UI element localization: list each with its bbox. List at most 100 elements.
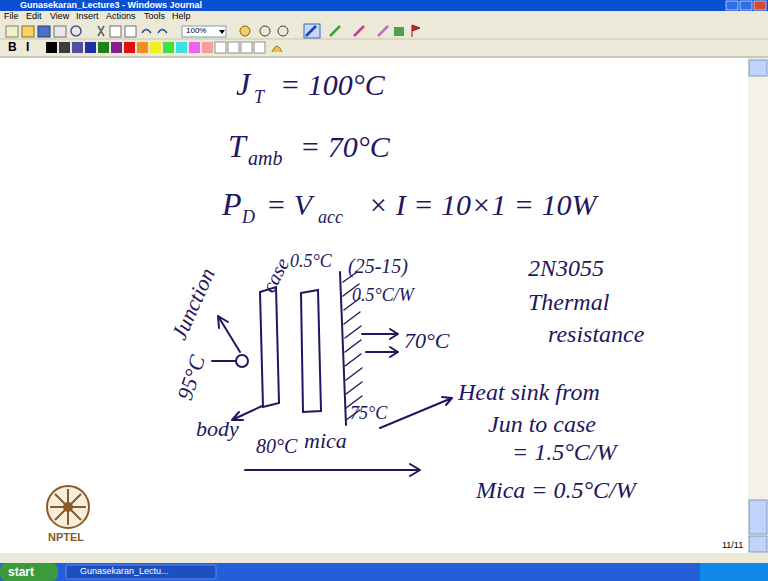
heat-arrow [366,347,398,357]
toolbar [98,42,109,53]
flow-arrow [245,464,420,476]
equation: × I = 10×1 = 10W [368,190,596,220]
equation: = V [266,190,312,220]
start-button: start [8,566,34,578]
page-number: 11/11 [722,541,743,550]
menu-item: View [50,12,69,21]
toolbar [0,57,768,58]
nptel-logo [50,489,86,525]
note: Thermal [528,290,609,314]
junction-arrow [218,316,240,352]
scrollbar [748,58,768,554]
subscript: amb [248,148,282,168]
scrollbar [749,500,767,534]
toolbar [272,46,282,52]
bold-button: B [8,41,17,53]
toolbar [72,42,83,53]
toolbar [394,27,404,36]
toolbar [182,26,226,37]
italic-button: I [26,41,29,53]
toolbar [163,42,174,53]
toolbar [215,42,226,53]
thermal-resistance: Mica = 0.5°C/W [476,478,636,502]
taskbar [700,563,768,581]
menu-item: Insert [76,12,99,21]
title-bar [740,1,752,10]
taskbar [0,563,58,581]
taskbar-item: Gunasekaran_Lectu... [80,567,169,576]
toolbar [110,26,121,37]
window-title: Gunasekaran_Lecture3 - Windows Journal [20,1,202,10]
toolbar [158,30,167,34]
toolbar [142,30,151,34]
menu-item: Actions [106,12,136,21]
subscript: D [242,208,255,226]
toolbar [412,25,420,37]
toolbar [304,24,320,38]
toolbar [150,42,161,53]
toolbar [124,42,135,53]
title-bar [0,0,768,11]
toolbar [46,42,57,53]
subscript: acc [318,208,343,226]
temperature: 0.5°C [290,252,332,270]
toolbar [71,26,81,36]
equation: = 70°C [300,132,390,162]
toolbar [228,42,239,53]
toolbar [111,42,122,53]
toolbar [85,42,96,53]
toolbar [306,26,316,36]
scrollbar [749,60,767,76]
note: (25-15) [348,256,408,276]
temperature: 70°C [404,330,449,352]
toolbar [254,42,265,53]
menu-bar [0,11,768,22]
menu-item: Edit [26,12,42,21]
taskbar [66,565,216,579]
scrollbar [749,536,767,552]
title-bar [754,1,766,10]
toolbar [0,22,768,58]
symbol: T [228,130,246,162]
mica-plate [301,290,321,412]
transistor-body [260,287,279,407]
toolbar [125,26,136,37]
junction-dot [236,355,248,367]
part-label: body [196,418,239,440]
toolbar [137,42,148,53]
note: resistance [548,322,644,346]
scrollbar [748,58,768,554]
note: Heat sink from [458,380,600,404]
symbol: J [236,68,250,100]
part-label: case [258,255,292,296]
part-label: Junction [168,265,219,343]
toolbar [38,26,50,37]
note: Jun to case [488,412,596,436]
heat-arrow [362,329,398,339]
thermal-resistance: 0.5°C/W [352,286,414,304]
toolbar [240,26,250,36]
toolbar [330,26,340,36]
title-bar [0,0,768,11]
toolbar [54,26,66,37]
toolbar [241,42,252,53]
toolbar [354,26,364,36]
taskbar [0,563,768,581]
menu-item: File [4,12,19,21]
title-bar [726,1,738,10]
toolbar [189,42,200,53]
status-bar [0,553,768,563]
symbol: P [222,188,242,220]
toolbar [6,26,18,37]
toolbar [278,26,288,36]
toolbar [22,26,34,37]
toolbar [176,42,187,53]
temperature: 95°C [174,353,209,403]
nptel-logo [47,486,89,528]
part-number: 2N3055 [528,256,604,280]
logo-text: NPTEL [48,532,84,543]
temperature: 75°C [350,404,387,422]
menu-item: Tools [144,12,165,21]
toolbar [0,22,768,58]
thermal-resistance: = 1.5°C/W [512,440,616,464]
